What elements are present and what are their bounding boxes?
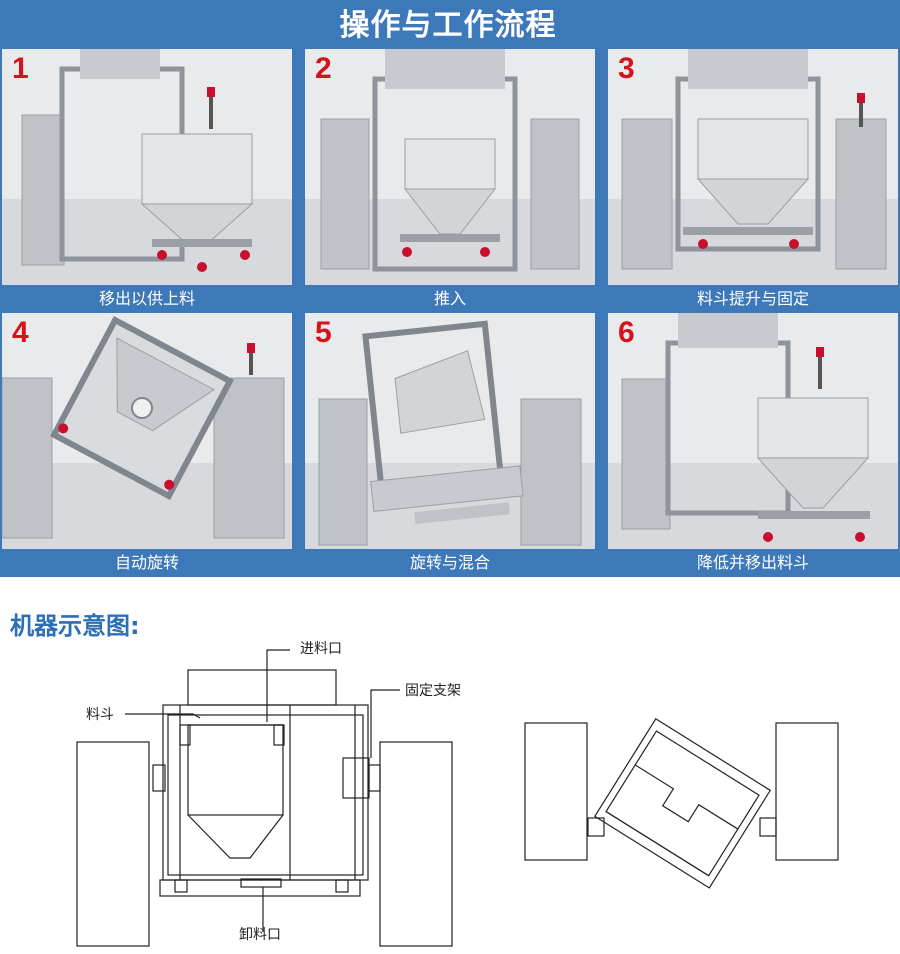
step-1-photo: 1 [2, 49, 292, 285]
step-3-number: 3 [618, 52, 635, 85]
label-hopper: 料斗 [86, 707, 114, 723]
step-6-caption: 降低并移出料斗 [696, 553, 809, 572]
step-5-caption: 旋转与混合 [409, 553, 490, 572]
step-5-photo: 5 [305, 313, 595, 549]
step-2-caption: 推入 [433, 289, 466, 308]
step-5-number: 5 [315, 316, 332, 349]
step-1-caption: 移出以供上料 [98, 289, 195, 308]
step-1-number: 1 [12, 52, 29, 85]
step-6-number: 6 [618, 316, 635, 349]
machine-diagram [76, 649, 839, 947]
step-4-photo: 4 [2, 313, 292, 549]
label-outlet: 卸料口 [239, 927, 281, 943]
step-3-photo: 3 [608, 49, 898, 285]
step-6-photo: 6 [608, 313, 898, 549]
diagram-title: 机器示意图: [10, 612, 140, 640]
label-inlet: 进料口 [300, 641, 342, 657]
step-3-caption: 料斗提升与固定 [696, 289, 809, 308]
step-2-photo: 2 [305, 49, 595, 285]
label-frame: 固定支架 [405, 683, 461, 699]
workflow-title: 操作与工作流程 [339, 8, 557, 43]
step-4-caption: 自动旋转 [114, 553, 179, 572]
step-2-number: 2 [315, 52, 332, 85]
step-4-number: 4 [12, 316, 29, 349]
